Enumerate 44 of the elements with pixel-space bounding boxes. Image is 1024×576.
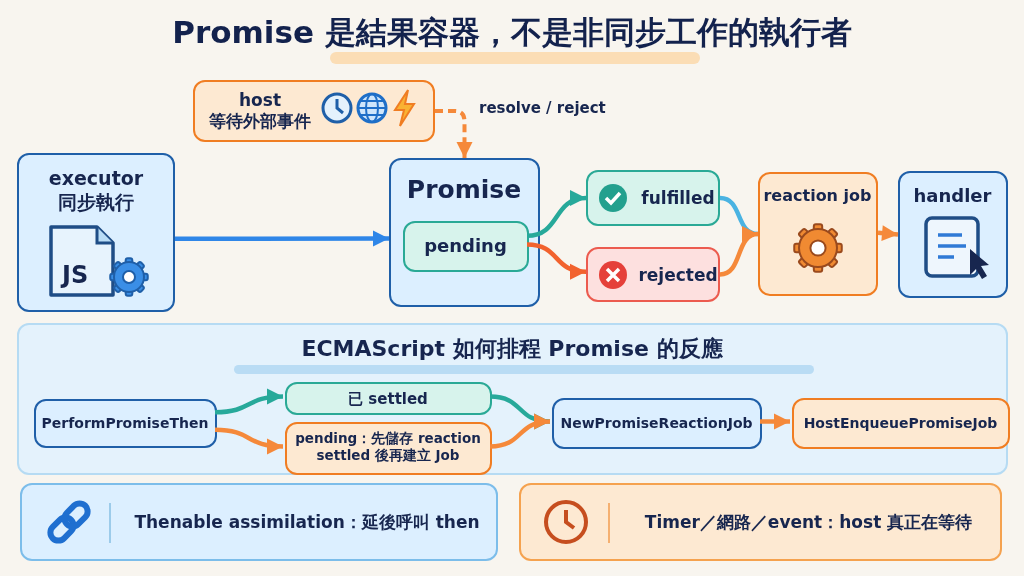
handler-box [898, 171, 1008, 298]
node-label: 已 settled [347, 390, 429, 409]
node-label: PerformPromiseThen [40, 415, 210, 433]
arrow [760, 413, 790, 430]
arrow [214, 427, 284, 454]
step-box [34, 399, 217, 448]
node-label: NewPromiseReactionJob [559, 415, 754, 433]
js-label: JS [62, 261, 89, 289]
arrow [435, 109, 473, 158]
note-card [519, 483, 1002, 561]
state-box [403, 221, 529, 272]
arrow [526, 242, 587, 279]
host-box [193, 80, 435, 142]
node-label: pending：先儲存 reaction settled 後再建立 Job [294, 430, 482, 464]
step-box [285, 382, 492, 415]
scheduling-panel [17, 323, 1008, 475]
node-label: handler [912, 185, 993, 208]
node-label: HostEnqueuePromiseJob [802, 415, 999, 433]
diagram-title: Promise 是結果容器，不是非同步工作的執行者 [171, 13, 853, 52]
note-card [20, 483, 498, 561]
node-label: Timer／網路／event：host 真正在等待 [643, 512, 974, 534]
state-box [586, 247, 720, 302]
job-box [758, 172, 878, 296]
panel-title: ECMAScript 如何排程 Promise 的反應 [300, 335, 724, 363]
node-label: rejected [638, 265, 718, 287]
arrow [877, 225, 899, 242]
arrow [214, 389, 284, 415]
node-label: pending [423, 235, 508, 258]
promise-box [389, 158, 540, 307]
node-label: host 等待外部事件 [208, 90, 312, 133]
state-box [586, 170, 720, 226]
step-box [552, 398, 762, 449]
node-label: fulfilled [640, 188, 716, 210]
step-box [792, 398, 1010, 449]
arrow [719, 228, 759, 277]
node-label: Thenable assimilation：延後呼叫 then [133, 512, 481, 534]
arrow [489, 414, 551, 449]
node-label: reaction job [762, 186, 873, 206]
executor-box [17, 153, 175, 312]
arrow [175, 230, 389, 247]
node-label: executor 同步執行 [47, 167, 145, 215]
step-box [285, 422, 492, 475]
node-label: Promise [405, 174, 523, 206]
arrow [526, 191, 587, 239]
